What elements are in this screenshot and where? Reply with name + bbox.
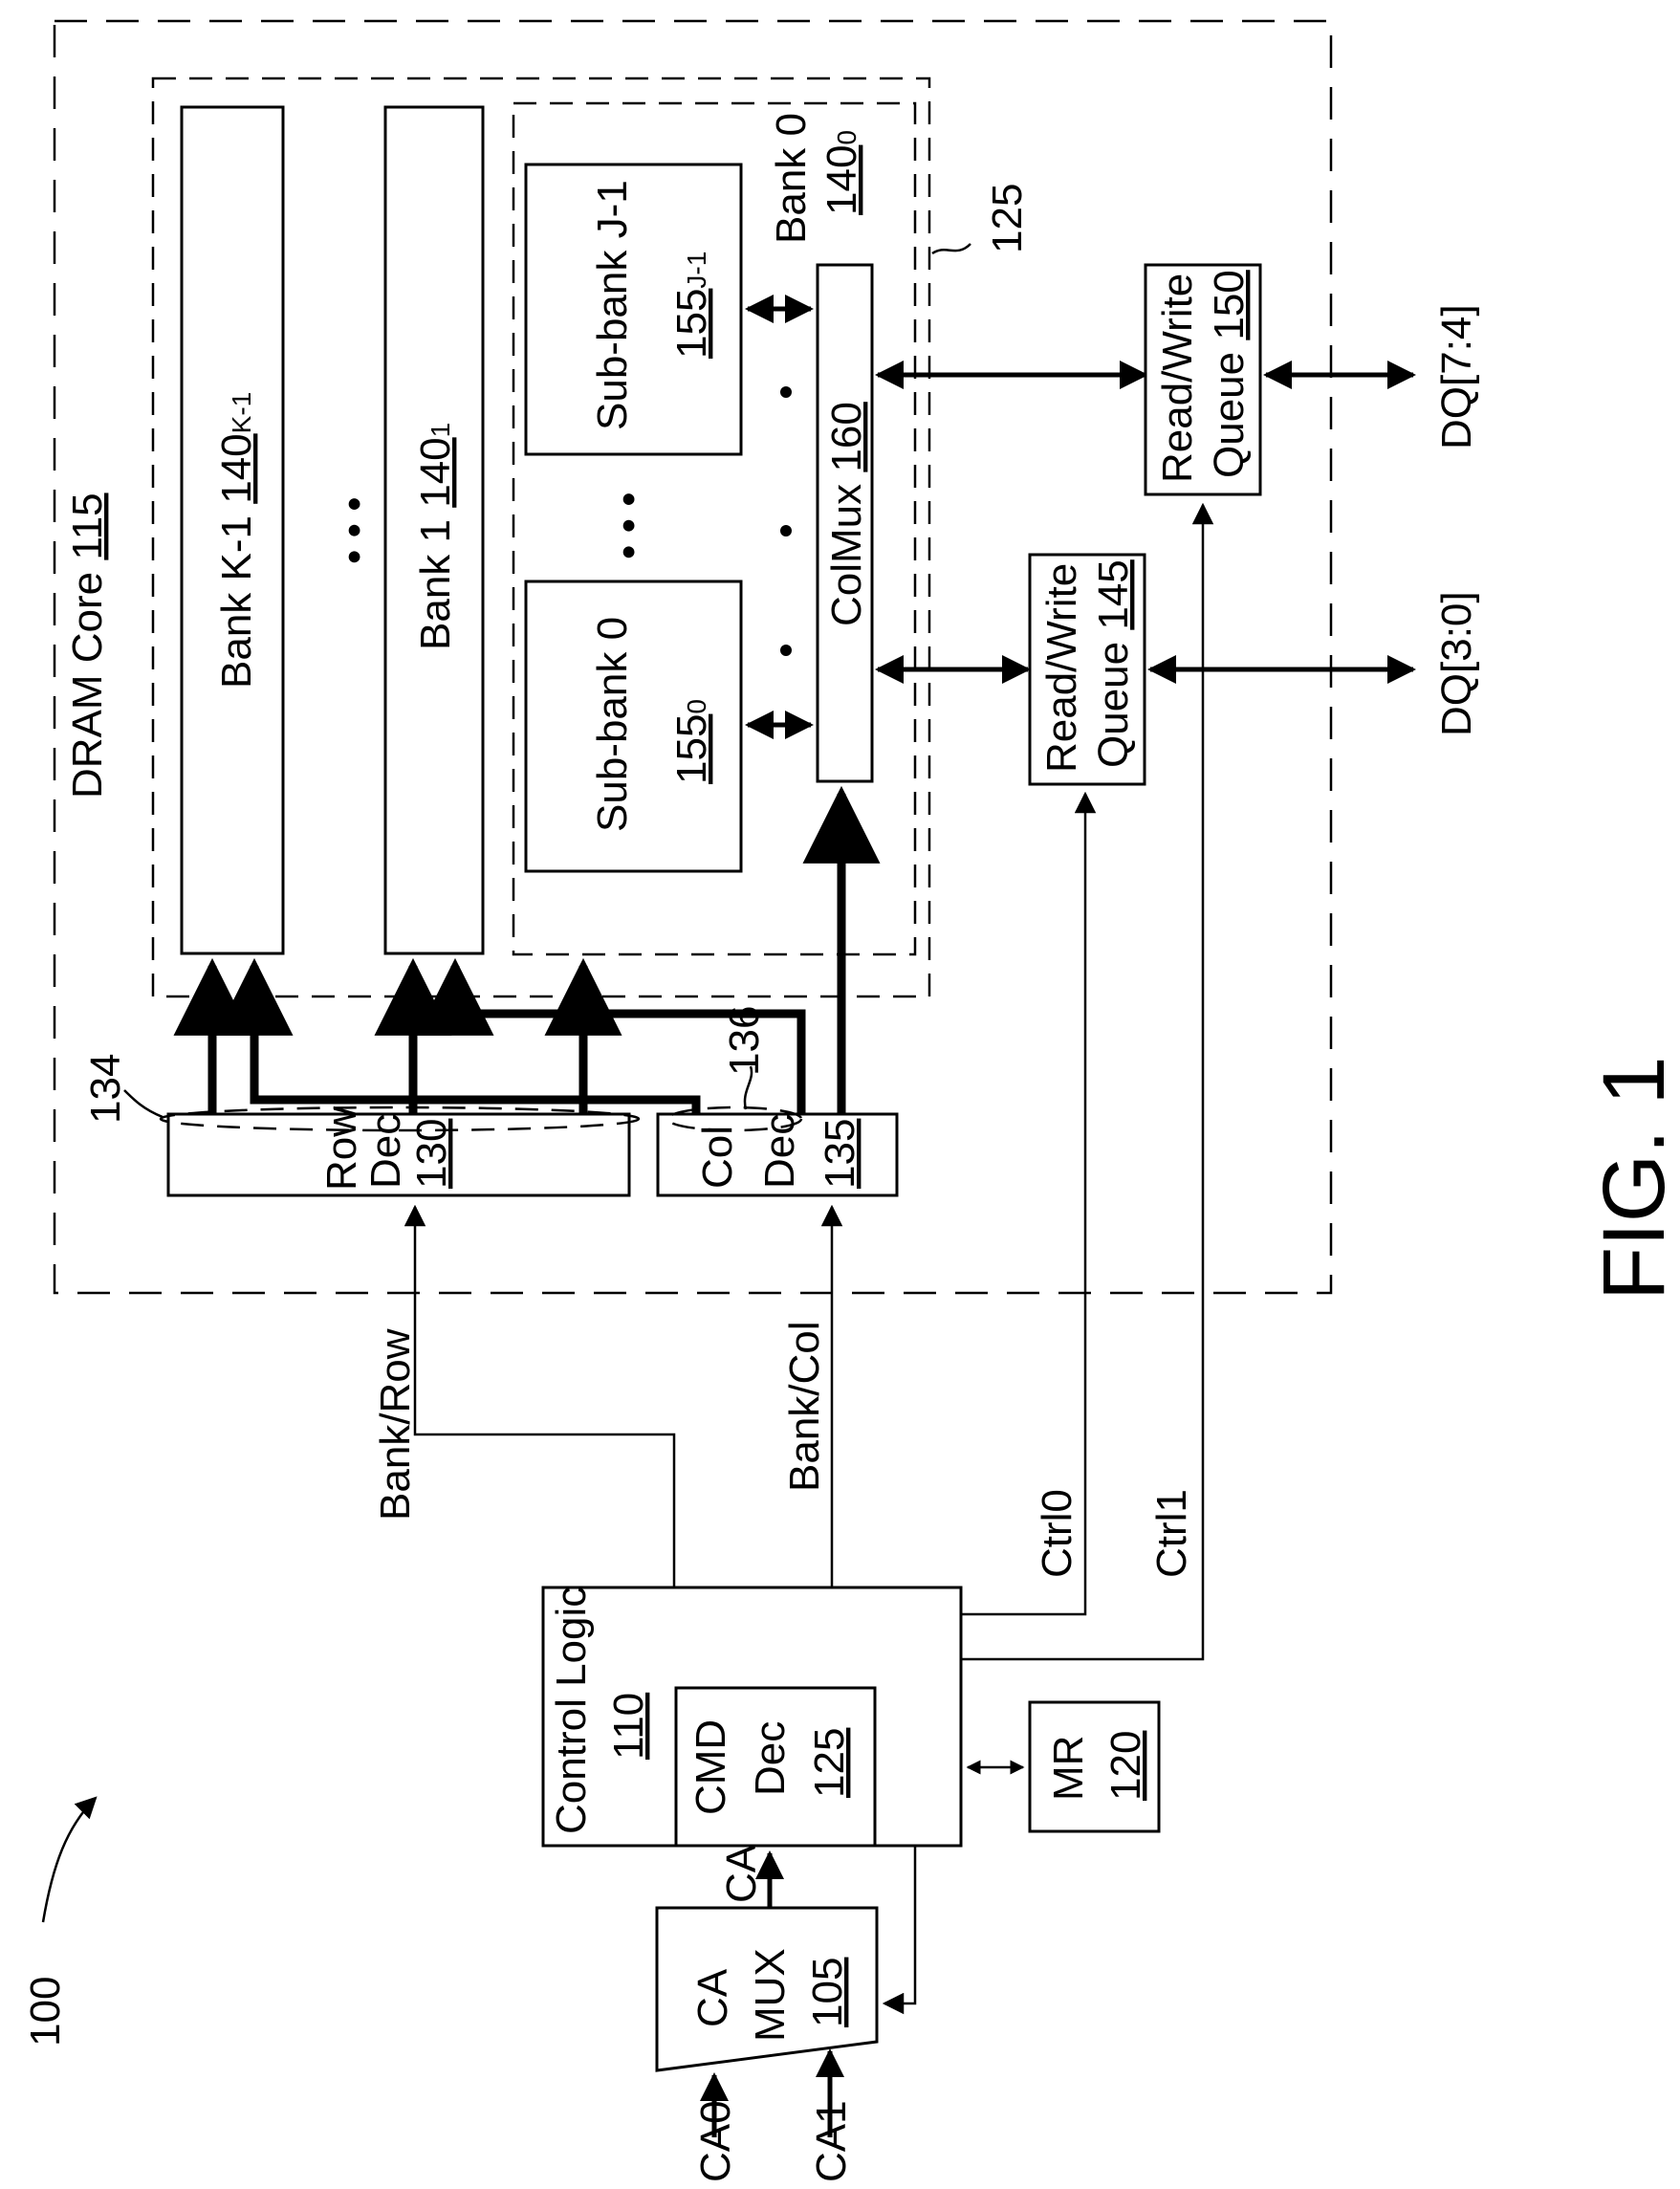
ca-mux-line1: CA: [689, 1968, 736, 2027]
rw-queue-150-line1: Read/Write: [1154, 274, 1201, 483]
dq-low-label: DQ[3:0]: [1433, 591, 1480, 736]
ca-mux-ref: 105: [804, 1958, 851, 2027]
subbank-j-minus-1-label: Sub-bank J-1: [589, 180, 636, 430]
ca-mux-line2: MUX: [747, 1948, 794, 2042]
ca-label: CA: [718, 1844, 765, 1903]
rw-queue-145-line2: Queue 145: [1090, 559, 1137, 768]
bus-col-ref: 136: [721, 1006, 768, 1076]
col-decoder-line2: Dec: [756, 1114, 803, 1189]
figure-ref-arrow: [43, 1798, 96, 1922]
bank-col-label: Bank/Col: [781, 1321, 828, 1492]
mode-register-label: MR: [1045, 1736, 1092, 1801]
bank-0-label: Bank 0: [768, 113, 815, 244]
col-decoder-line1: Col: [694, 1126, 741, 1189]
row-decoder-line1: Row: [318, 1106, 365, 1191]
ca1-label: CA1: [808, 2100, 855, 2182]
col-decoder-ref: 135: [817, 1119, 863, 1189]
figure-label: FIG. 1: [1585, 1056, 1680, 1301]
bank-k-minus-1-label: Bank K-1 140K-1: [213, 392, 260, 689]
bank-1-label: Bank 1 1401: [412, 423, 459, 650]
figure-ref: 100: [22, 1977, 69, 2047]
bank-row-wire: [415, 1207, 674, 1587]
ca0-label: CA0: [692, 2100, 739, 2182]
subbanks-ellipsis: • • •: [605, 492, 652, 559]
mode-register-ref: 120: [1102, 1731, 1149, 1801]
rw-queue-145-line1: Read/Write: [1038, 563, 1085, 773]
cmd-decoder-ref: 125: [806, 1728, 853, 1798]
cmd-decoder-line2: Dec: [747, 1721, 794, 1796]
row-decoder-line2: Dec: [362, 1114, 409, 1189]
dq-high-label: DQ[7:4]: [1433, 304, 1480, 449]
ctrl1-label: Ctrl1: [1148, 1489, 1195, 1578]
row-bus-leader: [124, 1090, 163, 1117]
control-logic-ref: 110: [605, 1693, 652, 1760]
rw-queue-150-line2: Queue 150: [1206, 270, 1253, 478]
row-decoder-buses: [212, 966, 583, 1114]
dram-core-label: DRAM Core 115: [64, 493, 111, 799]
colmux-label: ColMux 160: [823, 402, 870, 626]
subbank-0-label: Sub-bank 0: [589, 617, 636, 832]
ca-mux-select-wire: [884, 1846, 915, 2003]
colmux-dots: [780, 386, 792, 656]
bank-0-ref: 1400: [818, 130, 865, 215]
bank-row-label: Bank/Row: [372, 1328, 419, 1521]
bank-group-ref: 125: [984, 184, 1031, 253]
ctrl0-label: Ctrl0: [1034, 1489, 1080, 1578]
bus-row-ref: 134: [82, 1054, 129, 1124]
banks-ellipsis: • • •: [331, 496, 378, 564]
bank-group-leader-line: [932, 244, 971, 253]
control-logic-label: Control Logic: [548, 1587, 595, 1834]
cmd-decoder-line1: CMD: [687, 1719, 734, 1815]
